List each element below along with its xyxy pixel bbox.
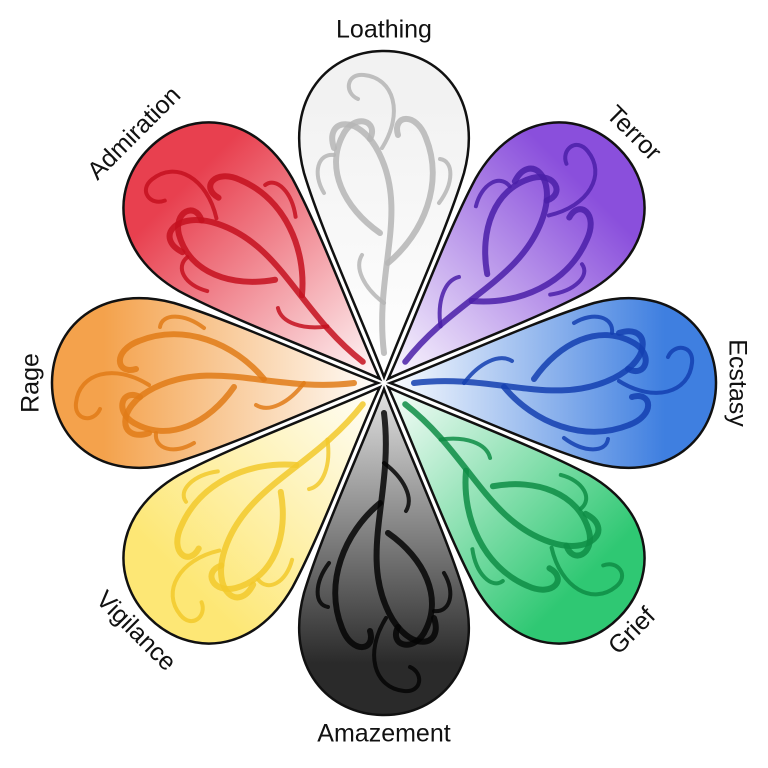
swirl-ornament (254, 381, 306, 410)
swirl-ornament (315, 561, 331, 609)
swirl-ornament (489, 481, 593, 559)
swirl-ornament (482, 174, 560, 278)
swirl-ornament (437, 274, 461, 329)
swirl-ornament (501, 384, 651, 435)
petal-swirls-grief (402, 401, 624, 597)
swirl-ornament (402, 401, 602, 549)
swirl-ornament (275, 306, 330, 330)
swirl-ornament (438, 436, 493, 460)
swirl-ornament (549, 545, 624, 597)
swirl-ornament (333, 118, 383, 236)
label-amazement: Amazement (317, 720, 450, 748)
swirl-ornament (208, 488, 286, 592)
swirl-ornament (402, 165, 550, 365)
swirl-ornament (332, 500, 383, 650)
label-ecstasy: Ecstasy (723, 339, 751, 427)
petal-loathing (298, 49, 470, 381)
swirl-ornament (315, 152, 336, 195)
swirl-ornament (617, 346, 695, 395)
swirl-ornament (158, 314, 206, 330)
petal-swirls-terror (402, 143, 598, 365)
swirl-ornament (153, 431, 196, 452)
label-loathing: Loathing (336, 16, 432, 44)
swirl-ornament (572, 314, 615, 335)
swirl-ornament (144, 169, 219, 221)
swirl-ornament (170, 548, 222, 623)
swirl-ornament (411, 328, 646, 394)
swirl-ornament (73, 371, 151, 420)
swirl-ornament (373, 410, 439, 645)
swirl-ornament (385, 116, 436, 266)
swirl-ornament (385, 530, 435, 648)
swirl-ornament (218, 401, 366, 601)
swirl-ornament (174, 461, 300, 560)
petal-grief (385, 384, 646, 645)
swirl-ornament (468, 206, 594, 305)
petal-ecstasy (386, 297, 718, 469)
swirl-ornament (372, 616, 421, 694)
petal-swirls-ecstasy (411, 314, 695, 452)
petal-amazement (298, 385, 470, 717)
swirl-ornament (166, 217, 366, 365)
petal-swirls-amazement (315, 410, 453, 694)
swirl-ornament (122, 372, 357, 438)
swirl-ornament (548, 262, 587, 297)
petal-terror (385, 121, 646, 382)
swirl-ornament (329, 121, 395, 356)
swirl-ornament (207, 173, 306, 299)
swirl-ornament (437, 157, 453, 205)
swirl-ornament (470, 547, 505, 586)
petals-group (50, 49, 718, 717)
swirl-ornament (473, 178, 512, 209)
swirl-ornament (263, 180, 298, 219)
label-rage: Rage (17, 353, 45, 413)
swirl-ornament (562, 436, 610, 452)
swirl-ornament (181, 469, 220, 504)
swirl-ornament (558, 472, 589, 511)
petal-swirls-rage (73, 314, 357, 452)
swirl-ornament (256, 557, 295, 588)
swirl-ornament (347, 72, 396, 150)
swirl-ornament (119, 384, 237, 434)
swirl-ornament (462, 356, 514, 385)
petal-swirls-vigilance (170, 401, 366, 623)
swirl-ornament (531, 332, 649, 382)
swirl-ornament (432, 571, 453, 614)
petal-rage (50, 297, 382, 469)
swirl-ornament (546, 143, 598, 218)
petal-vigilance (122, 384, 383, 645)
swirl-ornament (382, 461, 411, 513)
swirl-ornament (175, 207, 279, 285)
petal-swirls-admiration (144, 169, 366, 365)
petal-admiration (122, 121, 383, 382)
swirl-ornament (462, 467, 561, 593)
swirl-ornament (179, 255, 210, 294)
swirl-ornament (357, 253, 386, 305)
petal-swirls-loathing (315, 72, 453, 356)
swirl-ornament (117, 331, 267, 382)
swirl-ornament (307, 437, 331, 492)
